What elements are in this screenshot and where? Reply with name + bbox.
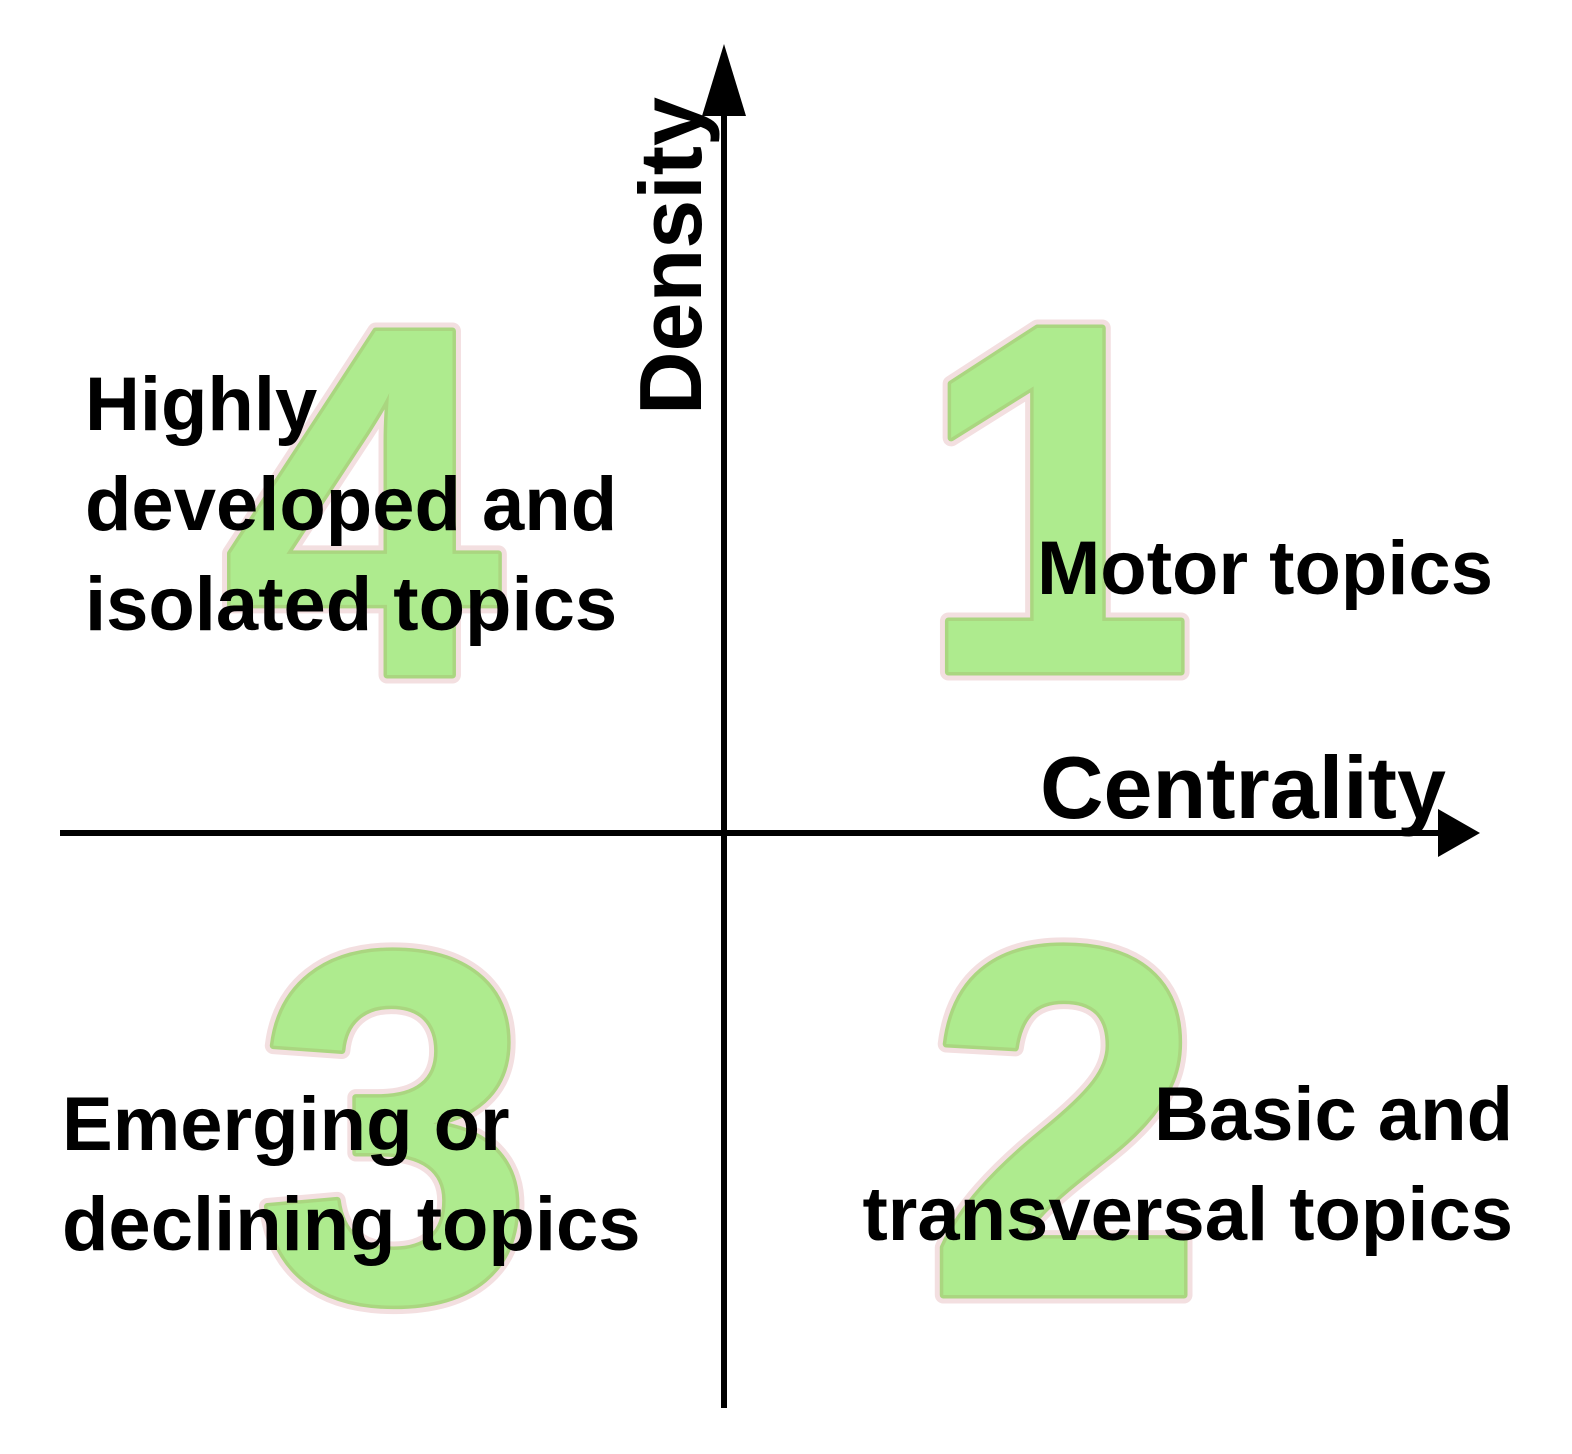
quadrant-1-number: 1 1 1	[908, 211, 1203, 787]
quadrant-1-label-line-1: Motor topics	[1037, 526, 1493, 611]
quadrant-2-label: Basic and transversal topics	[862, 1065, 1513, 1265]
svg-text:2: 2	[926, 842, 1204, 1401]
svg-text:1: 1	[917, 219, 1195, 778]
x-axis-arrowhead-icon	[1438, 809, 1480, 857]
svg-text:2: 2	[926, 842, 1204, 1401]
quadrant-3-number: 3 3 3	[247, 839, 542, 1415]
quadrant-2-label-line-1: Basic and	[1153, 1072, 1513, 1157]
quadrant-2-number: 2 2 2	[917, 834, 1212, 1410]
svg-text:3: 3	[256, 847, 534, 1406]
svg-text:4: 4	[223, 222, 504, 781]
quadrant-1-label: Motor topics	[1037, 519, 1493, 619]
svg-text:4: 4	[223, 222, 504, 781]
y-axis-arrowhead-icon	[702, 44, 746, 116]
quadrant-3-label-line-1: Emerging or	[62, 1082, 510, 1167]
svg-text:2: 2	[926, 842, 1204, 1401]
quadrant-2-label-line-2: transversal topics	[862, 1172, 1513, 1257]
quadrant-4-label-line-3: isolated topics	[85, 562, 618, 647]
quadrant-3-label-line-2: declining topics	[62, 1182, 641, 1267]
quadrant-4-label: Highly developed and isolated topics	[85, 355, 617, 655]
svg-text:1: 1	[917, 219, 1195, 778]
svg-text:1: 1	[917, 219, 1195, 778]
quadrant-4-label-line-2: developed and	[85, 462, 618, 547]
svg-text:4: 4	[223, 222, 504, 781]
quadrant-3-label: Emerging or declining topics	[62, 1075, 641, 1275]
svg-text:3: 3	[256, 847, 534, 1406]
quadrant-4-label-line-1: Highly	[85, 362, 318, 447]
x-axis-label: Centrality	[1040, 738, 1446, 837]
svg-text:3: 3	[256, 847, 534, 1406]
quadrant-4-number: 4 4 4	[214, 214, 512, 790]
y-axis-label: Density	[621, 97, 720, 415]
